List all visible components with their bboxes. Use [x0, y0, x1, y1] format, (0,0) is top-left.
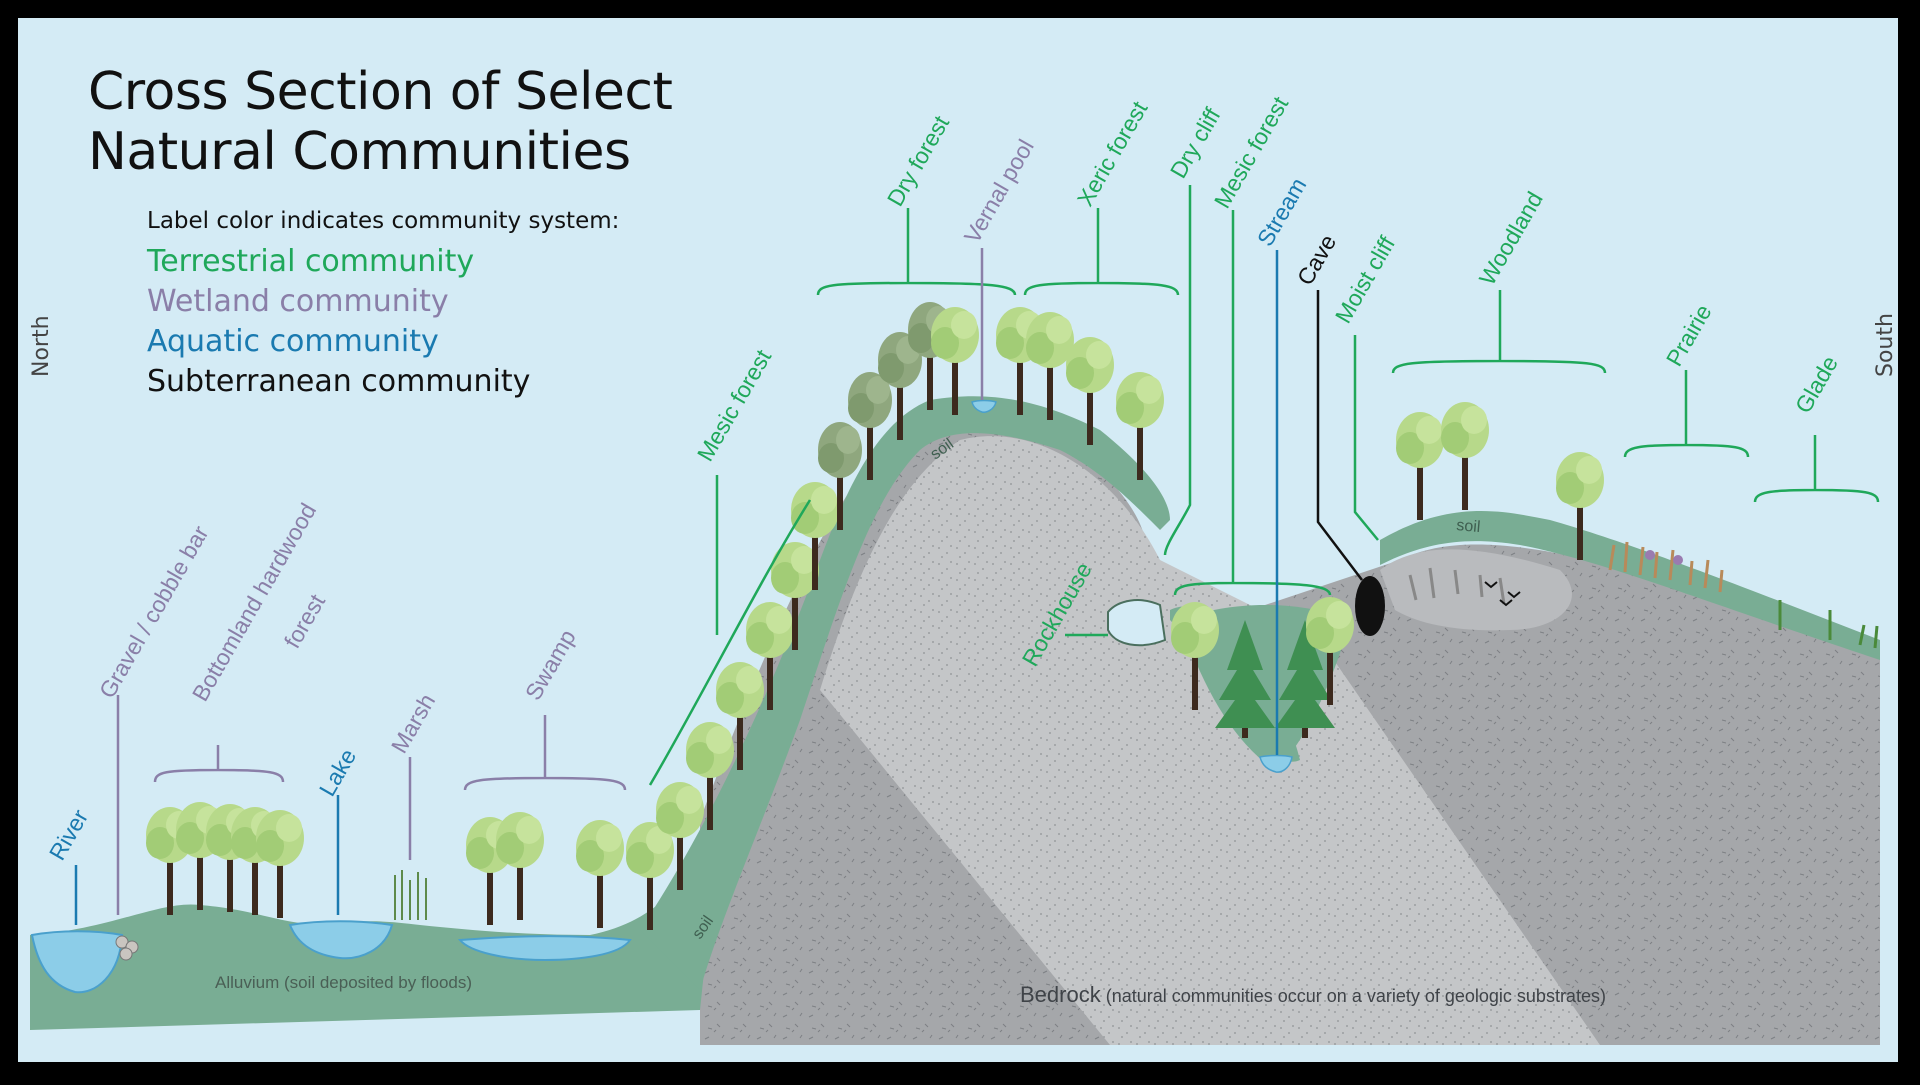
river-water	[30, 930, 124, 994]
label-alluvium: Alluvium (soil deposited by floods)	[215, 973, 472, 992]
lake-water	[288, 920, 394, 960]
glade-bracket	[1753, 435, 1880, 503]
legend-subterranean: Subterranean community	[147, 364, 531, 399]
label-north: North	[29, 315, 54, 377]
prairie-bracket	[1623, 370, 1750, 458]
swamp-bracket	[463, 715, 627, 791]
label-bedrock: Bedrock (natural communities occur on a …	[1020, 982, 1606, 1007]
woodland-bracket	[1391, 290, 1607, 374]
page-title: Cross Section of Select Natural Communit…	[88, 62, 673, 182]
dry-cliff-leader	[1163, 185, 1192, 556]
moist-cliff-leader	[1353, 335, 1379, 541]
title-line-1: Cross Section of Select	[88, 62, 673, 122]
mesic-right-bracket	[1173, 210, 1332, 596]
label-bedrock-main: Bedrock	[1020, 982, 1102, 1007]
legend-heading: Label color indicates community system:	[147, 208, 620, 234]
vernal-pool-water	[971, 399, 997, 413]
cave-leader	[1316, 290, 1363, 581]
stream-water	[1259, 754, 1293, 773]
bottomland-bracket	[153, 745, 285, 783]
label-south: South	[1873, 313, 1898, 377]
legend-aquatic: Aquatic community	[147, 324, 439, 359]
cave-entrance	[1355, 576, 1385, 636]
title-line-2: Natural Communities	[88, 122, 631, 182]
legend-terrestrial: Terrestrial community	[147, 244, 475, 279]
hill-soil	[640, 396, 1170, 990]
legend-wetland: Wetland community	[147, 284, 449, 319]
swamp-water	[457, 935, 632, 962]
label-bedrock-note: (natural communities occur on a variety …	[1101, 986, 1606, 1006]
mesic-left-leader	[648, 475, 812, 786]
label-soil-right: soil	[1456, 517, 1481, 536]
dry-forest-bracket	[816, 208, 1017, 296]
xeric-bracket	[1023, 208, 1180, 296]
